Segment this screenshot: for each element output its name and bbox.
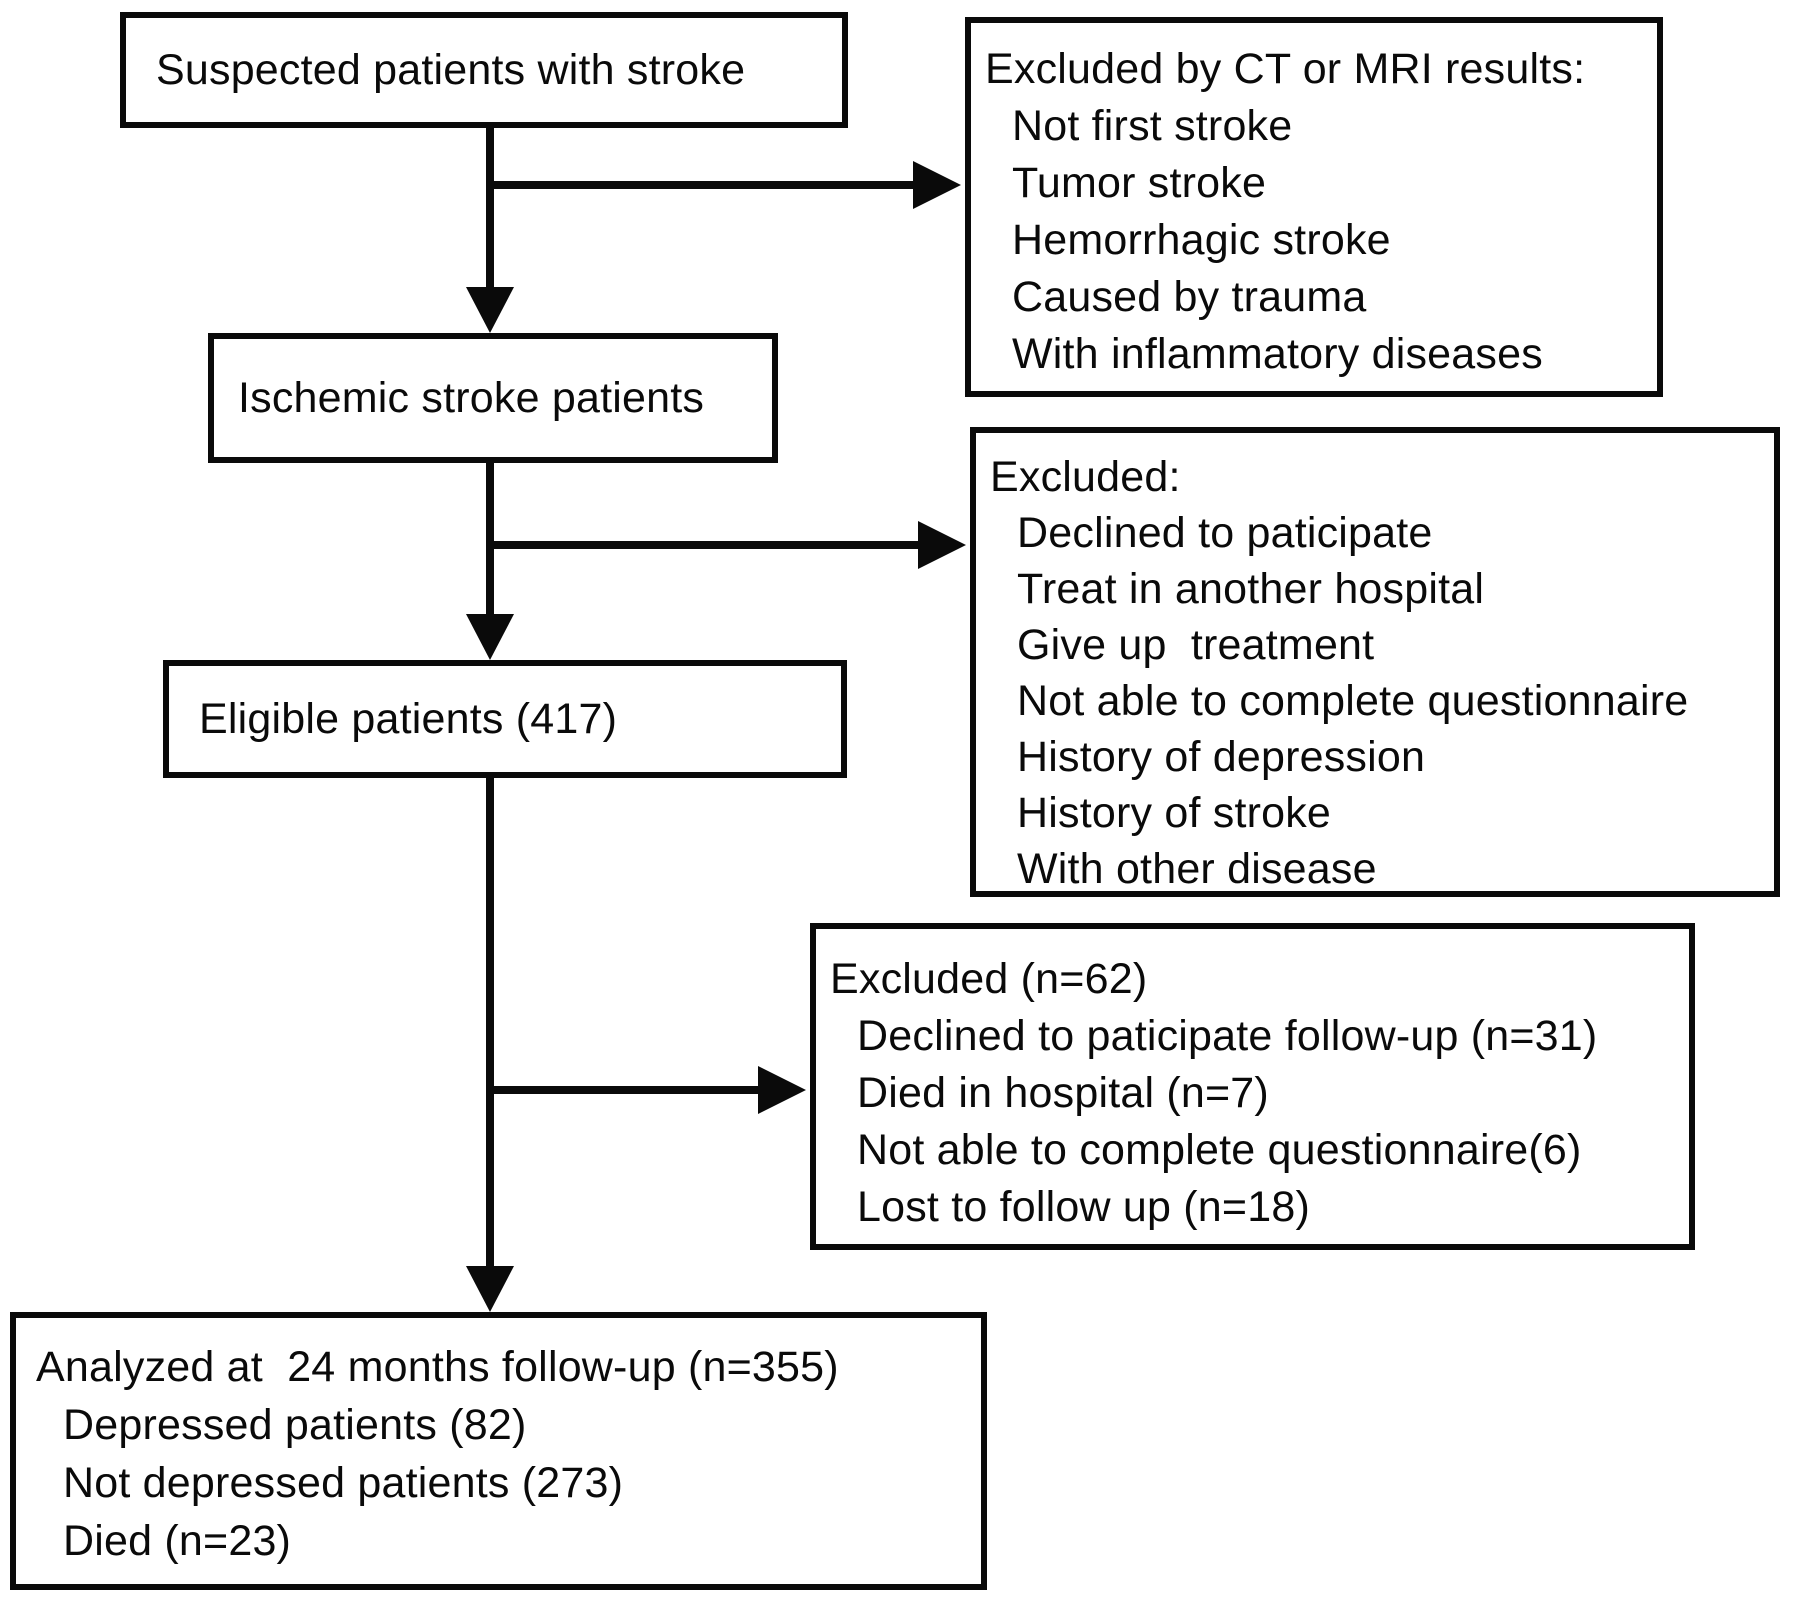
box-eligible-patients: Eligible patients (417) [163,660,847,778]
box-excluded-followup: Excluded (n=62) Declined to paticipate f… [810,923,1695,1250]
excluded-enrollment-item: Treat in another hospital [1017,565,1485,613]
analyzed-item: Died (n=23) [63,1517,292,1565]
excluded-enrollment-item: Declined to paticipate [1017,509,1433,557]
excluded-enrollment-item: History of stroke [1017,789,1332,837]
excluded-ct-mri-item: Caused by trauma [1012,273,1367,321]
arrow-suspected-to-ischemic-head [466,287,514,333]
excluded-followup-item: Lost to follow up (n=18) [857,1183,1310,1231]
eligible-patients-label: Eligible patients (417) [199,694,618,743]
excluded-followup-item: Not able to complete questionnaire(6) [857,1126,1582,1174]
arrow-to-excluded-ct-head [913,161,961,209]
excluded-ct-mri-item: Tumor stroke [1012,159,1267,207]
box-excluded-enrollment: Excluded: Declined to paticipate Treat i… [970,427,1780,897]
analyzed-item: Not depressed patients (273) [63,1459,624,1507]
excluded-enrollment-item: Not able to complete questionnaire [1017,677,1689,725]
box-analyzed-24-months: Analyzed at 24 months follow-up (n=355) … [10,1312,987,1590]
analyzed-heading: Analyzed at 24 months follow-up (n=355) [36,1343,839,1391]
excluded-followup-item: Died in hospital (n=7) [857,1069,1269,1117]
excluded-ct-mri-item: Hemorrhagic stroke [1012,216,1391,264]
analyzed-item: Depressed patients (82) [63,1401,527,1449]
arrow-to-excluded-enrollment-head [918,521,966,569]
arrow-eligible-to-analyzed-head [466,1266,514,1312]
ischemic-stroke-patients-label: Ischemic stroke patients [238,373,705,422]
excluded-enrollment-item: History of depression [1017,733,1426,781]
excluded-enrollment-item: Give up treatment [1017,621,1375,669]
excluded-ct-mri-item: With inflammatory diseases [1012,330,1543,378]
box-suspected-patients: Suspected patients with stroke [120,12,848,128]
arrow-to-excluded-followup-head [758,1066,806,1114]
box-ischemic-stroke-patients: Ischemic stroke patients [208,333,778,463]
excluded-ct-mri-item: Not first stroke [1012,102,1293,150]
excluded-followup-heading: Excluded (n=62) [830,955,1148,1003]
suspected-patients-label: Suspected patients with stroke [156,45,746,94]
excluded-enrollment-heading: Excluded: [990,453,1181,501]
arrow-ischemic-to-eligible-head [466,614,514,660]
excluded-enrollment-item: With other disease [1017,845,1377,893]
excluded-followup-item: Declined to paticipate follow-up (n=31) [857,1012,1598,1060]
box-excluded-ct-mri: Excluded by CT or MRI results: Not first… [965,17,1663,397]
excluded-ct-mri-heading: Excluded by CT or MRI results: [985,45,1586,93]
